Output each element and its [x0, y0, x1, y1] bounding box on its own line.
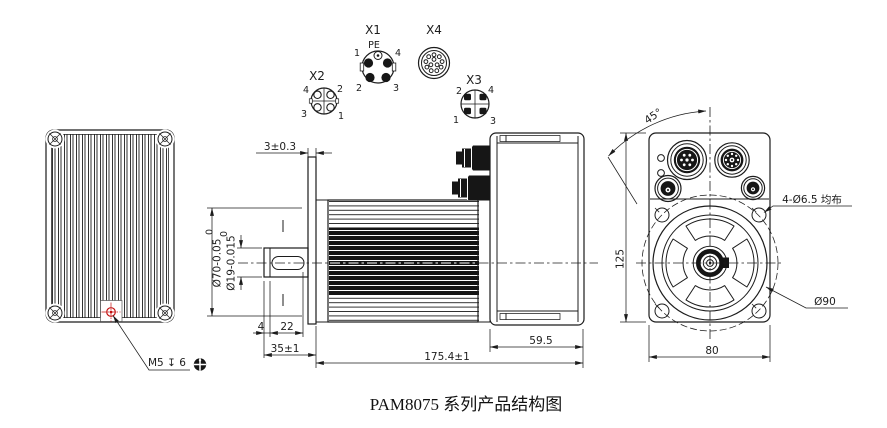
dim-shaft-dia-upper: 0 [219, 231, 230, 237]
drive-housing [489, 132, 585, 326]
pinout-x4: X4 [417, 23, 451, 80]
x1-pin-pe: PE [368, 40, 380, 51]
m5-callout: M5 ↧ 6 [148, 357, 186, 369]
x3-pin-2: 2 [456, 86, 462, 97]
dim-shaft-dia: Ø19-0.015 [226, 235, 238, 290]
dim-height: 125 [615, 249, 627, 269]
dim-key-step: 4 [258, 321, 265, 333]
x3-label: X3 [466, 73, 482, 87]
cable-gland-bottom [452, 175, 490, 201]
x2-pin-2: 2 [337, 84, 343, 95]
side-view: 3±0.3 0 Ø70-0.05 0 Ø19-0.015 4 22 35±1 [205, 132, 598, 368]
dim-pilot-dia-upper: 0 [205, 229, 216, 235]
x2-pin-1: 1 [338, 111, 344, 122]
flange-slots [665, 218, 755, 308]
drawing-caption: PAM8075 系列产品结构图 [370, 395, 563, 414]
x2-pin-3: 3 [301, 109, 307, 120]
dim-hole-angle: 45° [642, 106, 664, 126]
x2-label: X2 [309, 69, 325, 83]
x3-pin-4: 4 [488, 85, 494, 96]
dim-pilot-dia: Ø70-0.05 [212, 239, 224, 288]
dim-shaft-length: 35±1 [271, 343, 300, 355]
pinout-x1: X1 1 PE 4 2 3 [354, 23, 401, 94]
front-connector-x4 [714, 142, 750, 178]
front-connector-x1 [666, 139, 708, 181]
heatsink-fins [52, 134, 168, 318]
front-view: 45° 125 80 Ø90 4-Ø6.5 均布 [607, 106, 852, 362]
x1-pin-1: 1 [354, 48, 360, 59]
x3-pin-1: 1 [453, 115, 459, 126]
x1-pin-3: 3 [393, 83, 399, 94]
x1-pin-4: 4 [395, 48, 401, 59]
pinout-x2: X2 4 2 3 1 [301, 69, 344, 122]
front-connector-x2 [654, 174, 682, 203]
projection-symbol-icon [193, 358, 207, 371]
mounting-holes [654, 207, 767, 319]
status-leds [657, 154, 665, 177]
x3-pin-3: 3 [490, 116, 496, 127]
x1-label: X1 [365, 23, 381, 37]
dim-drive-width: 59.5 [529, 335, 552, 347]
front-body [648, 132, 771, 323]
m5-thread-hole [100, 300, 123, 322]
dim-flange-thickness: 3±0.3 [264, 141, 296, 153]
m5-leader-line [112, 315, 190, 371]
front-view-dimensions: 45° 125 80 Ø90 4-Ø6.5 均布 [607, 106, 852, 362]
front-connector-x3 [740, 175, 766, 201]
mounting-flange [307, 156, 317, 325]
pinout-x3: X3 2 4 1 3 [453, 73, 496, 127]
rear-view-heatsink: M5 ↧ 6 [45, 129, 207, 371]
dim-mounting-holes: 4-Ø6.5 均布 [782, 194, 842, 206]
side-view-dimensions: 3±0.3 0 Ø70-0.05 0 Ø19-0.015 4 22 35±1 [205, 141, 584, 368]
cable-gland-top [456, 145, 490, 171]
x1-pin-2: 2 [356, 83, 362, 94]
shaft [263, 247, 309, 278]
dim-bolt-circle: Ø90 [814, 296, 836, 308]
corner-screws [45, 129, 175, 323]
dim-width: 80 [705, 345, 718, 357]
x4-label: X4 [426, 23, 442, 37]
dim-key-length: 22 [280, 321, 293, 333]
x2-pin-4: 4 [303, 85, 309, 96]
dim-total-length: 175.4±1 [424, 351, 470, 363]
